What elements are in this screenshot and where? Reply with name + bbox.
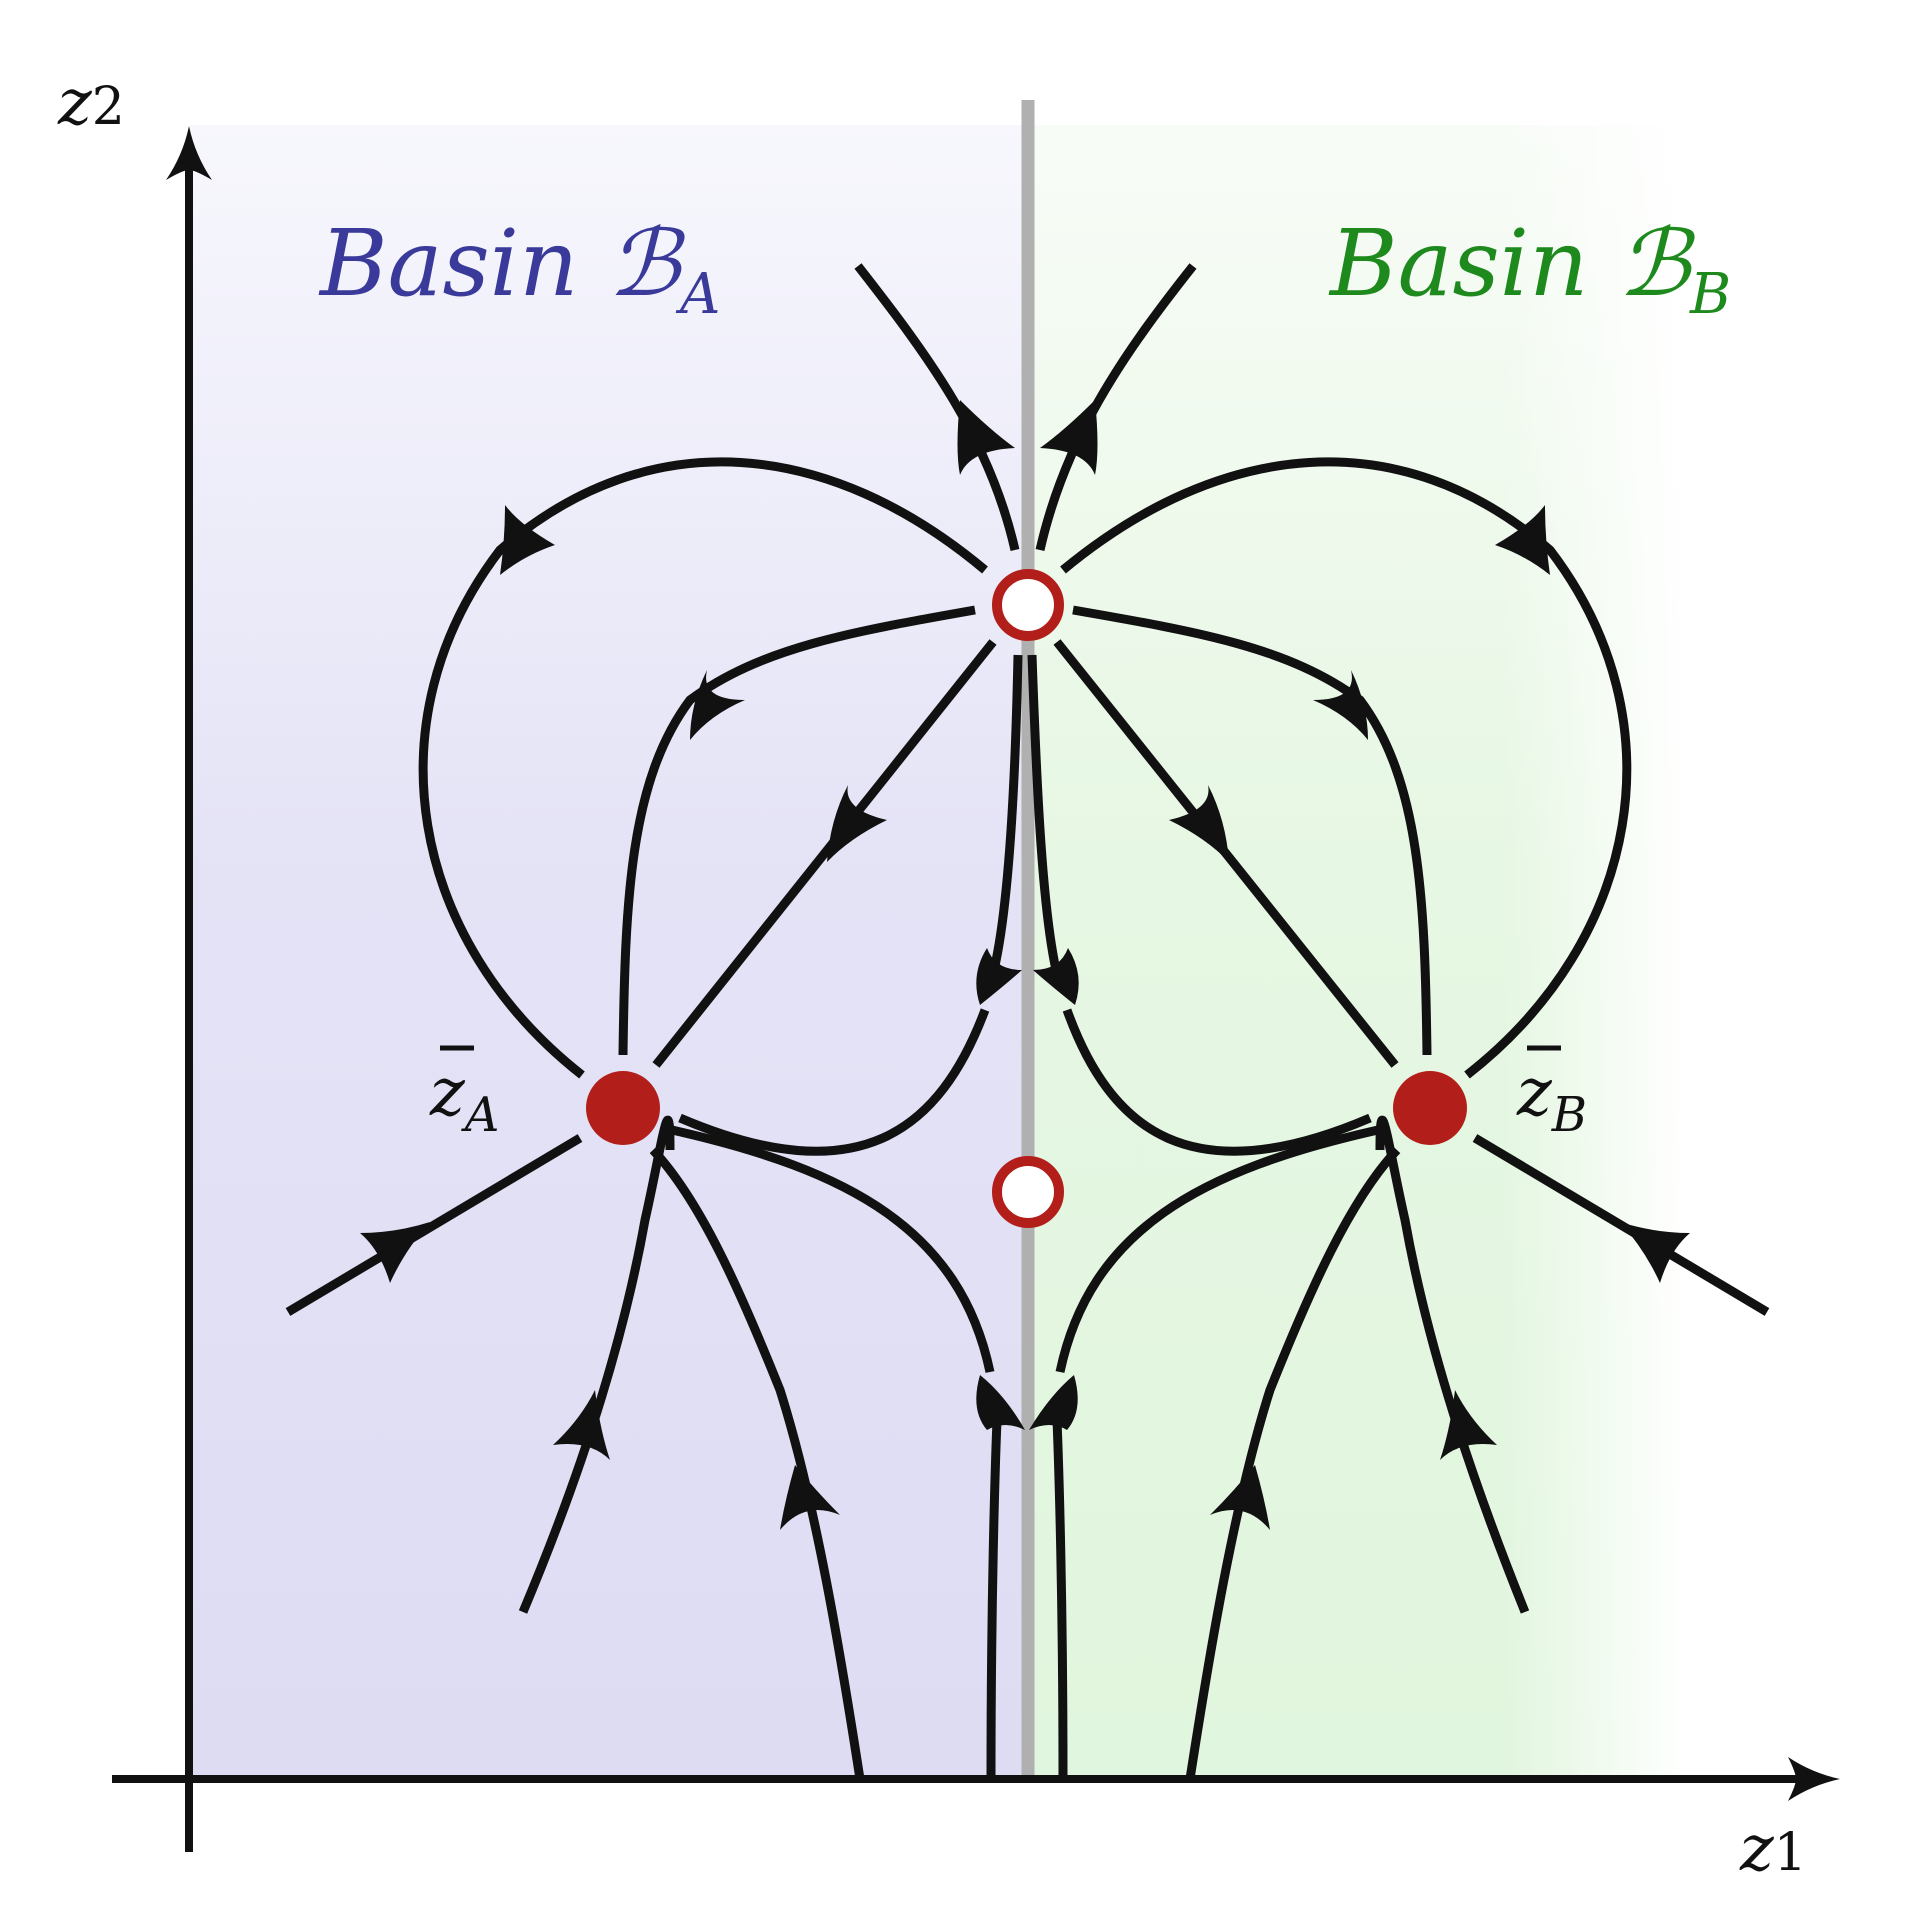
- trajectory-side-b: [1472, 1134, 1770, 1316]
- stable-fixed-point-b: [1393, 1071, 1467, 1145]
- basin-a-title: Basin ℬA: [318, 210, 720, 327]
- z1-axis-label: z1: [1739, 1812, 1807, 1886]
- arrowhead: [976, 948, 1022, 1005]
- trajectory-inner-a: [618, 605, 976, 1056]
- unstable-fixed-point: [992, 569, 1064, 641]
- trajectory-bottom-b1: [1375, 1115, 1530, 1614]
- arrowhead: [1169, 785, 1229, 862]
- trajectory-saddle-upper-a: [678, 1008, 990, 1156]
- label-z-b: zB: [1516, 1045, 1587, 1143]
- trajectory-side-a: [285, 1134, 583, 1316]
- basin-a-region: [190, 125, 1028, 1780]
- trajectory-outer-loop-b: [1060, 457, 1632, 1079]
- basin-b-title: Basin ℬB: [1328, 210, 1731, 327]
- trajectory-top-right: [1035, 263, 1197, 551]
- arrowhead: [500, 505, 555, 575]
- arrowhead: [957, 400, 1015, 475]
- arrowhead: [1620, 1222, 1690, 1283]
- arrowhead: [360, 1222, 430, 1283]
- trajectory-bottom-center-a: [986, 1419, 1002, 1780]
- stable-fixed-point-a: [586, 1071, 660, 1145]
- trajectory-center-down-b: [1027, 654, 1061, 971]
- arrowhead: [690, 670, 745, 740]
- arrowhead: [1440, 1390, 1497, 1460]
- trajectory-bottom-a2: [649, 1146, 865, 1780]
- arrowhead: [1033, 948, 1079, 1005]
- arrowhead: [1029, 1375, 1078, 1430]
- arrowhead: [976, 1375, 1025, 1430]
- arrowhead: [1210, 1465, 1270, 1530]
- flow-arrows: [360, 400, 1690, 1530]
- z1-axis-arrowhead: [1788, 1757, 1840, 1801]
- saddle-fixed-point: [992, 1156, 1064, 1228]
- label-z-a-text: zA: [429, 1054, 499, 1143]
- trajectory-top-left: [854, 263, 1020, 551]
- label-z-b-text: zB: [1516, 1054, 1587, 1143]
- trajectory-bottom-a1: [518, 1115, 675, 1614]
- trajectory-diagonal-a: [652, 639, 997, 1068]
- trajectory-center-down-a: [989, 654, 1023, 972]
- z2-axis-label: z2: [57, 66, 125, 140]
- arrowhead: [553, 1390, 610, 1460]
- trajectory-saddle-lower-a: [671, 1125, 995, 1373]
- arrowhead: [827, 785, 887, 862]
- arrowhead: [780, 1465, 840, 1530]
- trajectory-saddle-upper-b: [1062, 1008, 1372, 1156]
- arrowhead: [1313, 670, 1368, 740]
- basin-b-fade: [1028, 125, 1688, 1780]
- arrowhead: [1495, 505, 1550, 575]
- trajectory-outer-loop-a: [418, 457, 988, 1079]
- trajectory-bottom-b2: [1185, 1146, 1401, 1780]
- trajectory-bottom-center-b: [1052, 1419, 1068, 1780]
- trajectory-saddle-lower-b: [1055, 1125, 1379, 1373]
- label-z-a: zA: [429, 1045, 499, 1143]
- arrowhead: [1040, 400, 1098, 475]
- z2-axis-arrowhead: [166, 126, 212, 180]
